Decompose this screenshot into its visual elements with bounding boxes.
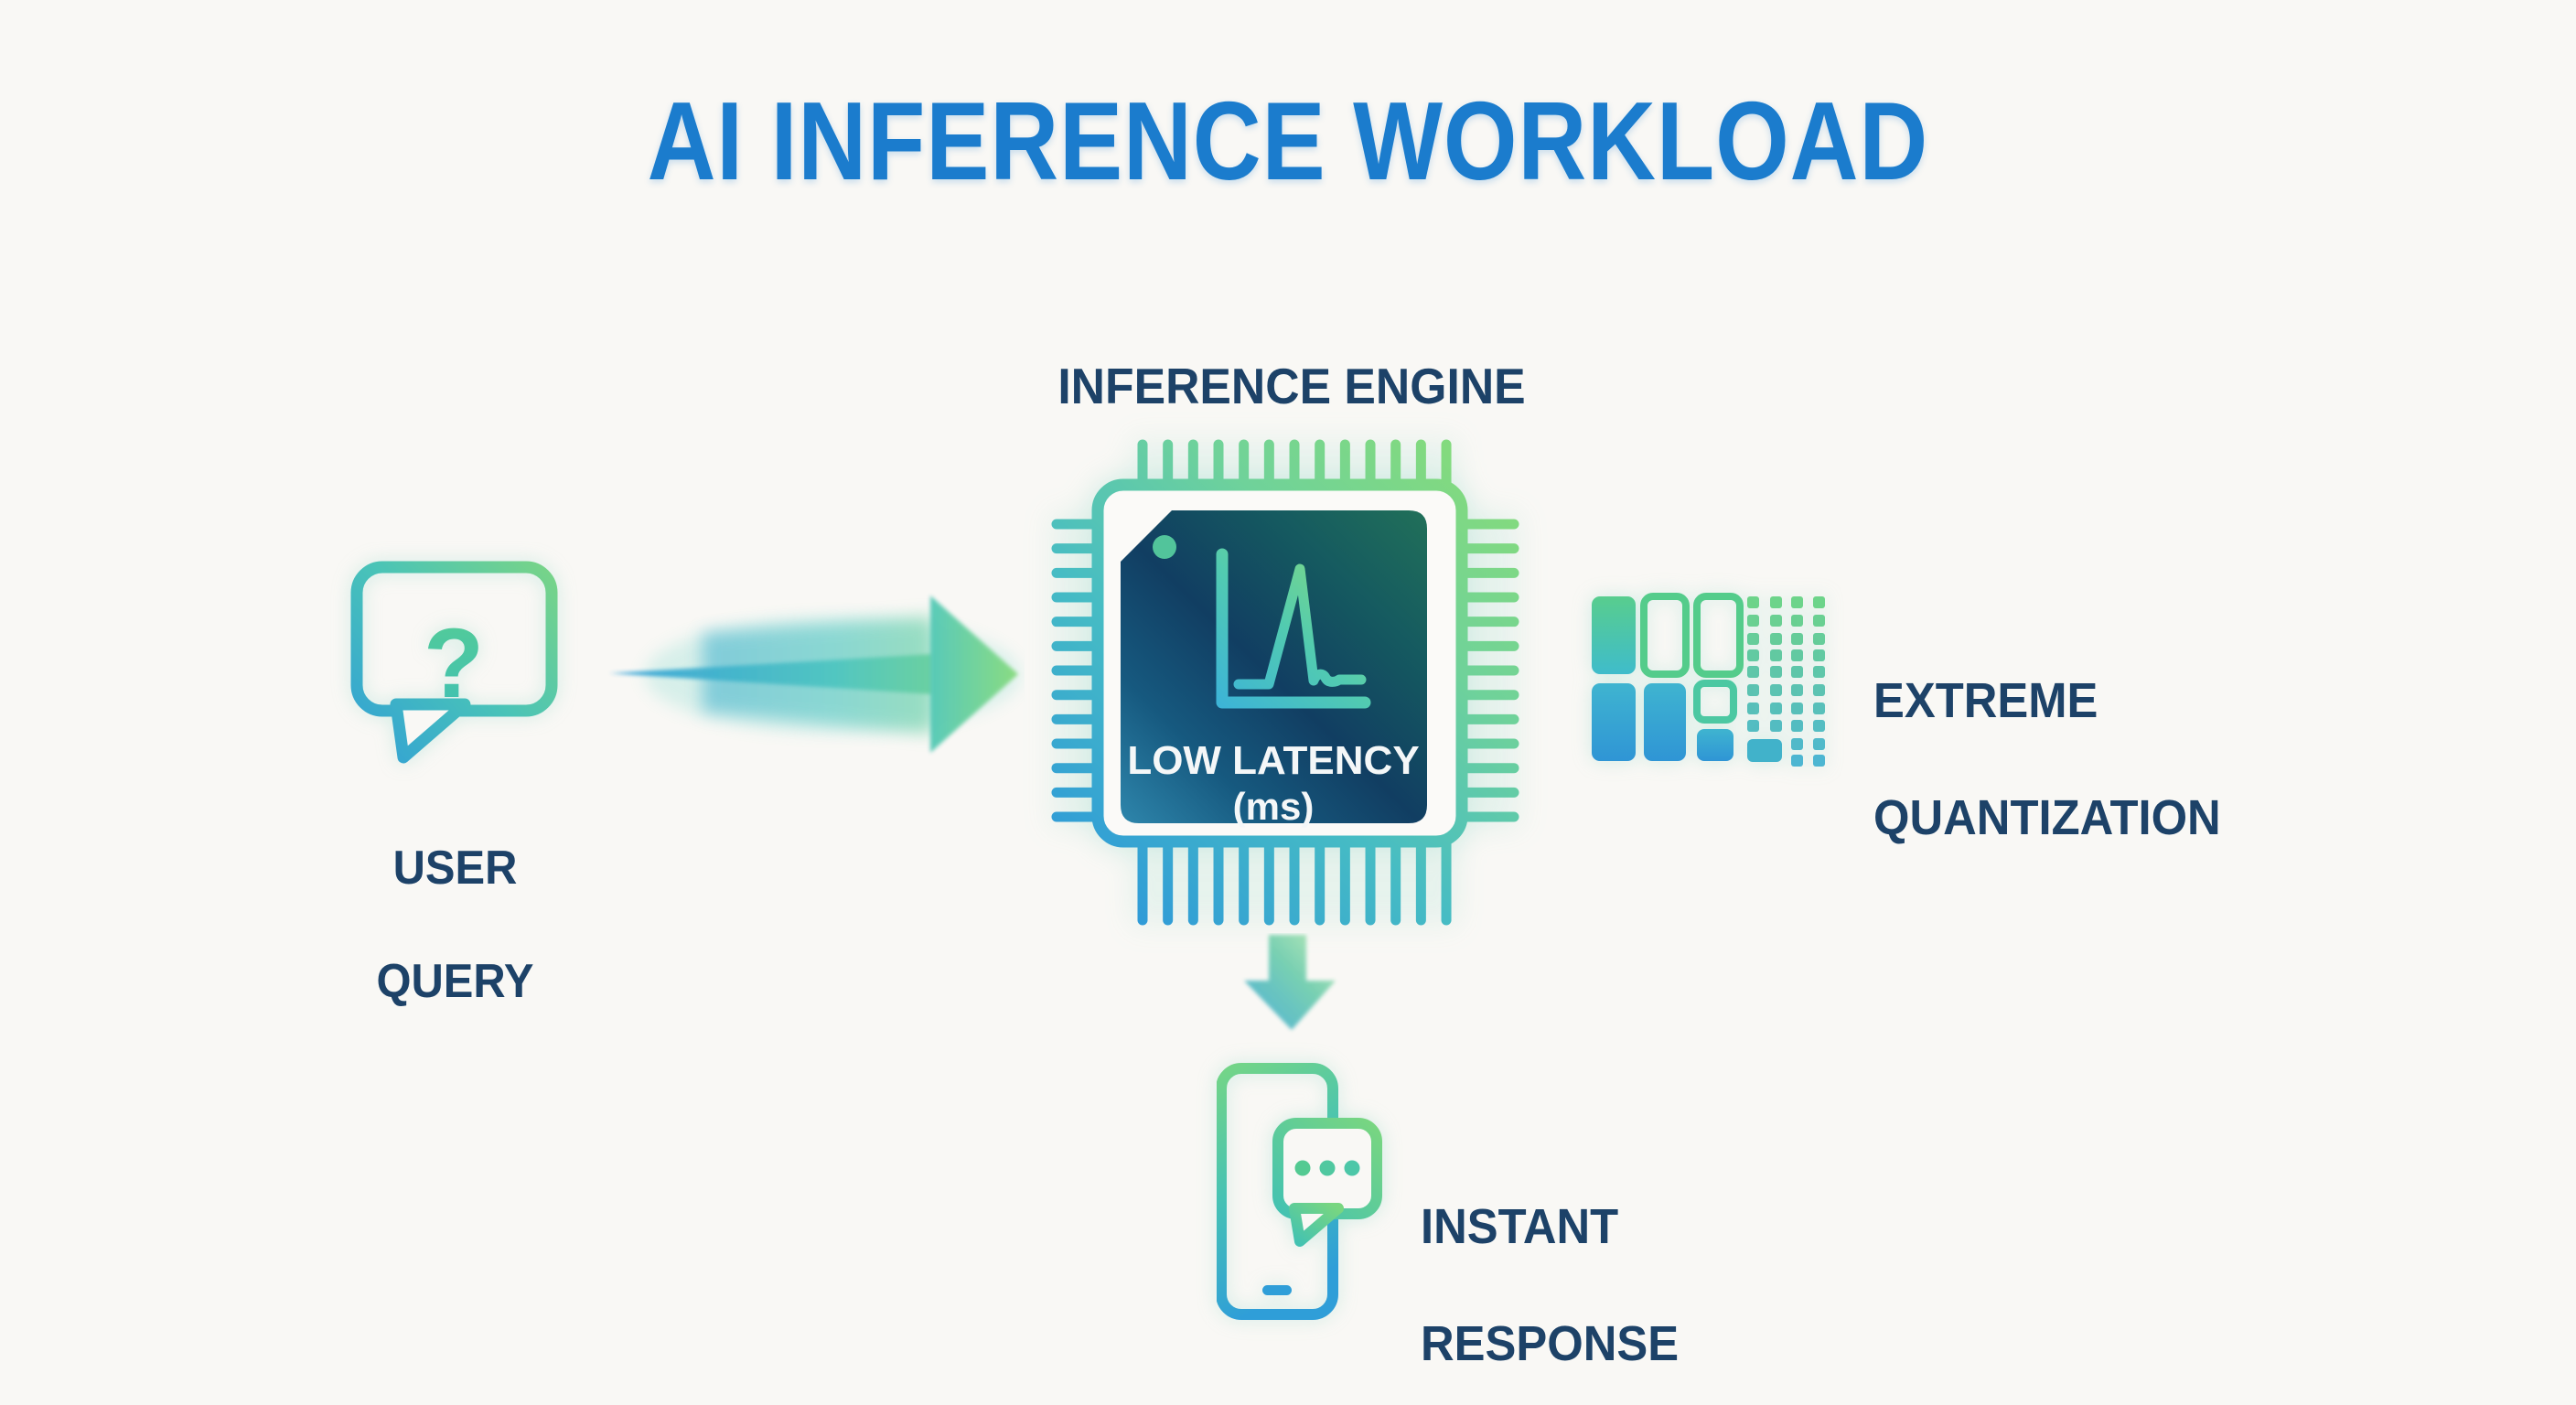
instant-response-label: INSTANT RESPONSE xyxy=(1421,1139,1695,1373)
extreme-quantization-label-line1: EXTREME xyxy=(1873,673,2098,728)
quant-block-large-filled-top xyxy=(1592,596,1636,674)
quant-bit-grid xyxy=(1747,596,1825,767)
page-title-text: AI INFERENCE WORKLOAD xyxy=(647,79,1929,203)
extreme-quantization-label: EXTREME QUANTIZATION xyxy=(1873,613,2243,847)
quant-block-filled-small xyxy=(1697,729,1733,761)
extreme-quantization-label-line2: QUANTIZATION xyxy=(1873,790,2221,845)
speech-bubble-question-icon: ? xyxy=(350,561,558,764)
quant-block-outline-top xyxy=(1640,593,1690,678)
arrow-right-icon xyxy=(609,595,1020,753)
chat-dot-2 xyxy=(1319,1160,1336,1176)
chip-label-line1: LOW LATENCY xyxy=(1127,738,1419,783)
chip-corner-dot xyxy=(1153,535,1176,559)
quant-block-outline-small xyxy=(1693,680,1737,724)
arrow-down-icon xyxy=(1244,935,1336,1030)
chip-latency-graph-icon: LOW LATENCY (ms) xyxy=(1051,439,1519,926)
quant-block-filled-mid xyxy=(1644,683,1686,761)
phone-home-button xyxy=(1262,1285,1292,1295)
chat-dot-1 xyxy=(1294,1160,1311,1176)
instant-response-label-line2: RESPONSE xyxy=(1421,1316,1680,1371)
chat-dot-3 xyxy=(1344,1160,1360,1176)
page-title: AI INFERENCE WORKLOAD xyxy=(0,77,2576,205)
arrow-down-shape xyxy=(1244,935,1336,1030)
latency-spike-curve xyxy=(1233,563,1367,690)
arrow-tail-sliver xyxy=(609,654,933,694)
user-query-label: USER QUERY xyxy=(317,783,592,1010)
quantization-blocks-icon xyxy=(1592,593,1825,767)
chat-bubble-tail xyxy=(1289,1203,1344,1247)
inference-engine-label-line1: INFERENCE ENGINE xyxy=(1057,358,1526,414)
arrow-head xyxy=(930,595,1018,753)
question-mark-glyph: ? xyxy=(424,607,484,718)
user-query-label-line1: USER xyxy=(392,842,517,895)
speech-bubble-tail xyxy=(390,698,471,764)
latency-axis xyxy=(1216,548,1371,709)
instant-response-label-line1: INSTANT xyxy=(1421,1199,1619,1254)
user-query-label-line2: QUERY xyxy=(375,955,534,1008)
quant-block-large-filled-bottom xyxy=(1592,683,1636,761)
quant-block-outline-mid xyxy=(1693,593,1744,678)
chip-label-line2: (ms) xyxy=(1233,785,1315,828)
smartphone-chat-icon xyxy=(1217,1063,1382,1320)
